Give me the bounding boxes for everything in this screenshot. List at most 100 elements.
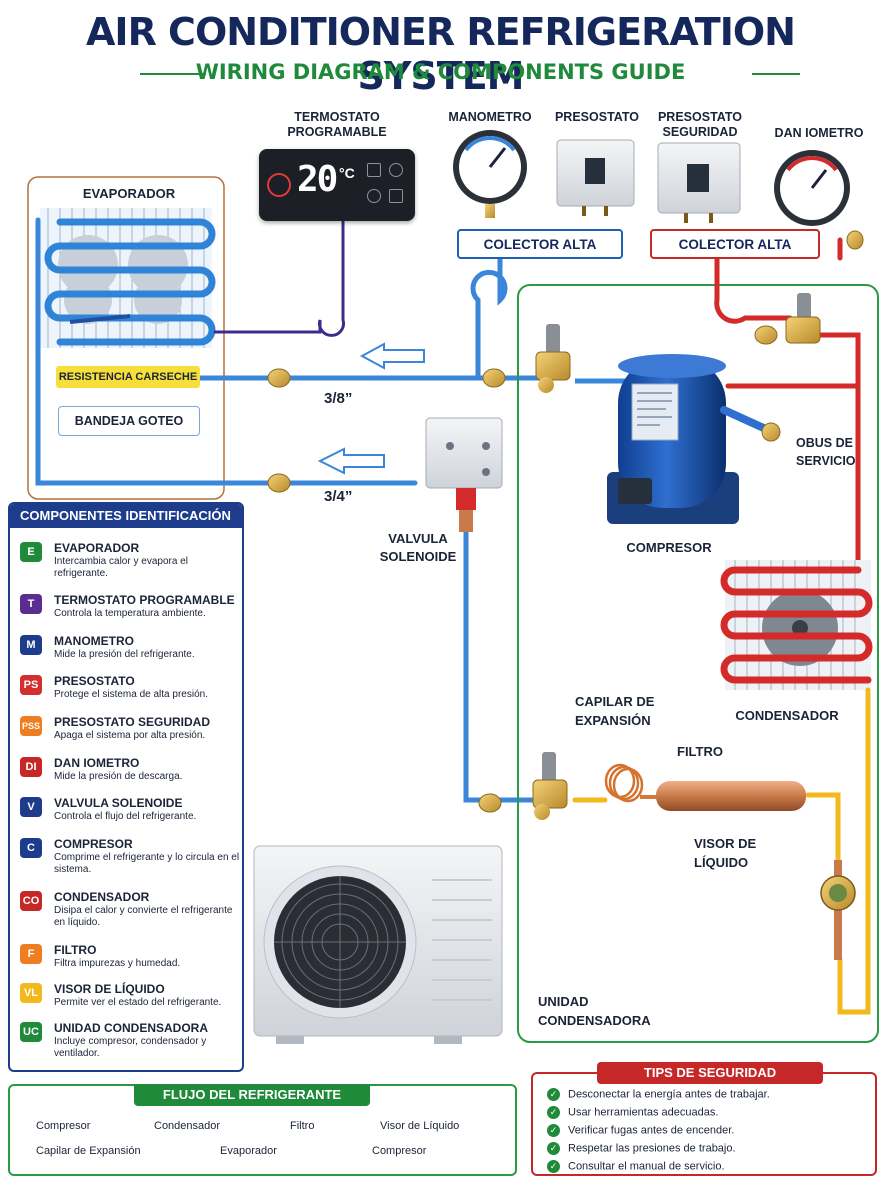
tip-item: ✓Respetar las presiones de trabajo. bbox=[547, 1142, 736, 1155]
legend-badge: DI bbox=[20, 757, 42, 777]
power-icon[interactable] bbox=[267, 173, 291, 197]
legend-item-desc: Mide la presión del refrigerante. bbox=[54, 649, 195, 660]
legend-item-name: PRESOSTATO SEGURIDAD bbox=[54, 715, 211, 729]
legend-item-name: EVAPORADOR bbox=[54, 541, 140, 555]
label-filtro: FILTRO bbox=[677, 744, 723, 759]
unit-frame bbox=[517, 284, 879, 1043]
legend-badge: UC bbox=[20, 1022, 42, 1042]
legend-title: COMPONENTES IDENTIFICACIÓN bbox=[10, 504, 242, 528]
thermostat-temperature: 20 bbox=[297, 159, 338, 200]
compressor-body bbox=[607, 354, 781, 524]
dan-iometer-gauge-image bbox=[774, 150, 850, 226]
safety-tips-panel: TIPS DE SEGURIDAD ✓Desconectar la energí… bbox=[531, 1062, 877, 1176]
legend-item-name: MANOMETRO bbox=[54, 634, 134, 648]
flow-arrows bbox=[317, 342, 425, 475]
label-compresor: COMPRESOR bbox=[626, 540, 712, 555]
subtitle-rule-right bbox=[752, 73, 800, 75]
sight-glass bbox=[820, 860, 856, 960]
tip-item: ✓Consultar el manual de servicio. bbox=[547, 1160, 725, 1173]
condensing-unit-image bbox=[253, 845, 503, 1044]
flow-step: Visor de Líquido bbox=[380, 1120, 460, 1132]
legend-item-name: FILTRO bbox=[54, 943, 97, 957]
flow-step: Condensador bbox=[154, 1120, 221, 1132]
legend-badge: E bbox=[20, 542, 42, 562]
label-capilar: CAPILAR DE EXPANSIÓN bbox=[575, 694, 655, 728]
thermostat-unit: °C bbox=[339, 165, 355, 181]
label-evaporador: EVAPORADOR bbox=[82, 186, 176, 201]
service-valve-liquid bbox=[532, 752, 568, 820]
legend-badge: C bbox=[20, 838, 42, 858]
legend-badge: PSS bbox=[20, 716, 42, 736]
pipe-size-38: 3/8” bbox=[324, 390, 353, 407]
flow-title: FLUJO DEL REFRIGERANTE bbox=[134, 1084, 370, 1106]
legend-item-name: PRESOSTATO bbox=[54, 674, 135, 688]
legend-badge: T bbox=[20, 594, 42, 614]
legend-badge: F bbox=[20, 944, 42, 964]
legend-item-name: VISOR DE LÍQUIDO bbox=[54, 982, 165, 996]
legend-badge: M bbox=[20, 635, 42, 655]
label-resistencia: RESISTENCIA CARSECHE bbox=[56, 366, 200, 388]
colector-alta-blue: COLECTOR ALTA bbox=[457, 229, 623, 259]
flow-step: Evaporador bbox=[220, 1145, 277, 1157]
fan-icon[interactable] bbox=[367, 189, 381, 203]
tip-item: ✓Usar herramientas adecuadas. bbox=[547, 1106, 718, 1119]
solenoid-valve-image bbox=[425, 417, 503, 532]
service-valve-suction bbox=[535, 324, 571, 393]
legend-item-desc: Controla el flujo del refrigerante. bbox=[54, 811, 197, 822]
tip-item: ✓Desconectar la energía antes de trabaja… bbox=[547, 1088, 770, 1101]
label-manometro: MANOMETRO bbox=[448, 110, 532, 124]
settings-icon[interactable] bbox=[367, 163, 381, 177]
colector-alta-red: COLECTOR ALTA bbox=[650, 229, 820, 259]
legend-badge: PS bbox=[20, 675, 42, 695]
label-valvula: VALVULA SOLENOIDE bbox=[379, 531, 457, 564]
condenser-coil bbox=[720, 560, 873, 690]
flow-step: Compresor bbox=[36, 1120, 91, 1132]
legend-item-name: TERMOSTATO PROGRAMABLE bbox=[54, 593, 235, 607]
legend-item-desc: Protege el sistema de alta presión. bbox=[54, 689, 208, 700]
label-termostato: TERMOSTATO PROGRAMABLE bbox=[287, 110, 387, 139]
check-icon: ✓ bbox=[547, 1160, 560, 1173]
check-icon: ✓ bbox=[547, 1088, 560, 1101]
legend-item-name: VALVULA SOLENOIDE bbox=[54, 796, 183, 810]
label-presostato-seguridad: PRESOSTATO SEGURIDAD bbox=[657, 110, 743, 139]
legend-item-desc: Apaga el sistema por alta presión. bbox=[54, 730, 206, 741]
page-subtitle: WIRING DIAGRAM & COMPONENTS GUIDE bbox=[195, 60, 686, 84]
subtitle-rule-left bbox=[140, 73, 206, 75]
check-icon: ✓ bbox=[547, 1106, 560, 1119]
check-icon: ✓ bbox=[547, 1142, 560, 1155]
flow-step: Capilar de Expansión bbox=[36, 1145, 141, 1157]
label-unidad: UNIDAD CONDENSADORA bbox=[538, 994, 651, 1028]
label-dan-iometro: DAN IOMETRO bbox=[774, 126, 864, 140]
filter-drier bbox=[656, 781, 806, 811]
manometer-gauge-image bbox=[453, 130, 527, 218]
flow-step: Compresor bbox=[372, 1145, 427, 1157]
capillary-coil bbox=[604, 763, 644, 803]
page-title: AIR CONDITIONER REFRIGERATION SYSTEM bbox=[86, 10, 796, 98]
legend-badge: VL bbox=[20, 983, 42, 1003]
label-condensador: CONDENSADOR bbox=[735, 708, 839, 723]
label-visor: VISOR DE LÍQUIDO bbox=[694, 836, 757, 870]
legend-item-name: DAN IOMETRO bbox=[54, 756, 140, 770]
pipe-size-34: 3/4” bbox=[324, 488, 353, 505]
legend-item-desc: Comprime el refrigerante y lo circula en… bbox=[54, 852, 240, 875]
legend-item-desc: Incluye compresor, condensador y ventila… bbox=[54, 1036, 207, 1059]
legend-item-name: CONDENSADOR bbox=[54, 890, 150, 904]
mode-icon[interactable] bbox=[389, 189, 403, 203]
snowflake-icon[interactable] bbox=[389, 163, 403, 177]
legend-item-desc: Filtra impurezas y humedad. bbox=[54, 958, 181, 969]
legend-item-desc: Intercambia calor y evapora el refrigera… bbox=[54, 556, 188, 579]
label-bandeja: BANDEJA GOTEO bbox=[58, 406, 200, 436]
thermostat-device[interactable]: 20 °C bbox=[259, 149, 415, 221]
legend-item-desc: Permite ver el estado del refrigerante. bbox=[54, 997, 222, 1008]
tip-item: ✓Verificar fugas antes de encender. bbox=[547, 1124, 734, 1137]
legend-badge: CO bbox=[20, 891, 42, 911]
refrigerant-flow-panel: FLUJO DEL REFRIGERANTE Compresor Condens… bbox=[8, 1084, 517, 1176]
presostato-image bbox=[556, 139, 635, 216]
presostato-seguridad-image bbox=[657, 142, 741, 223]
tips-title: TIPS DE SEGURIDAD bbox=[597, 1062, 823, 1084]
legend-item-desc: Disipa el calor y convierte el refrigera… bbox=[54, 905, 233, 928]
legend-badge: V bbox=[20, 797, 42, 817]
label-presostato: PRESOSTATO bbox=[554, 110, 640, 124]
